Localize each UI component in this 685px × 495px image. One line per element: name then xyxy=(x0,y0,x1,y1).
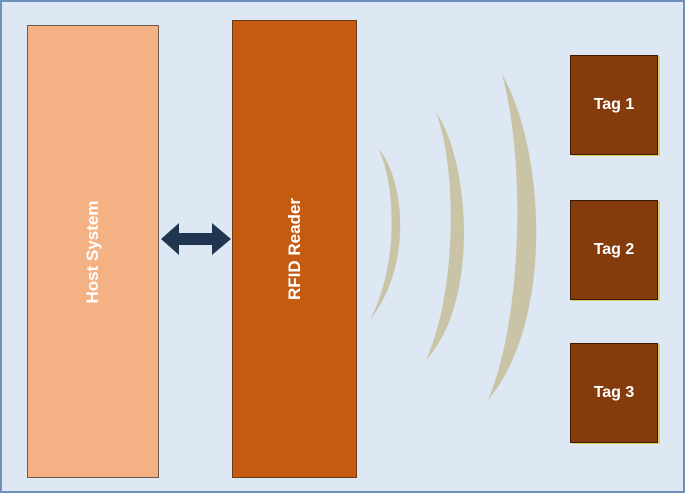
host-system-block: Host System xyxy=(27,25,159,478)
radio-wave-small-icon xyxy=(370,148,401,320)
tag-3-block: Tag 3 xyxy=(570,343,658,443)
rfid-reader-block: RFID Reader xyxy=(232,20,357,478)
tag-1-block: Tag 1 xyxy=(570,55,658,155)
tag-3-label: Tag 3 xyxy=(593,384,635,401)
tag-2-block: Tag 2 xyxy=(570,200,658,300)
tag-2-label: Tag 2 xyxy=(593,241,635,258)
radio-wave-large-icon xyxy=(488,74,537,400)
radio-wave-medium-icon xyxy=(426,112,464,360)
bidirectional-arrow-icon xyxy=(161,223,231,255)
tag-1-label: Tag 1 xyxy=(593,96,635,113)
